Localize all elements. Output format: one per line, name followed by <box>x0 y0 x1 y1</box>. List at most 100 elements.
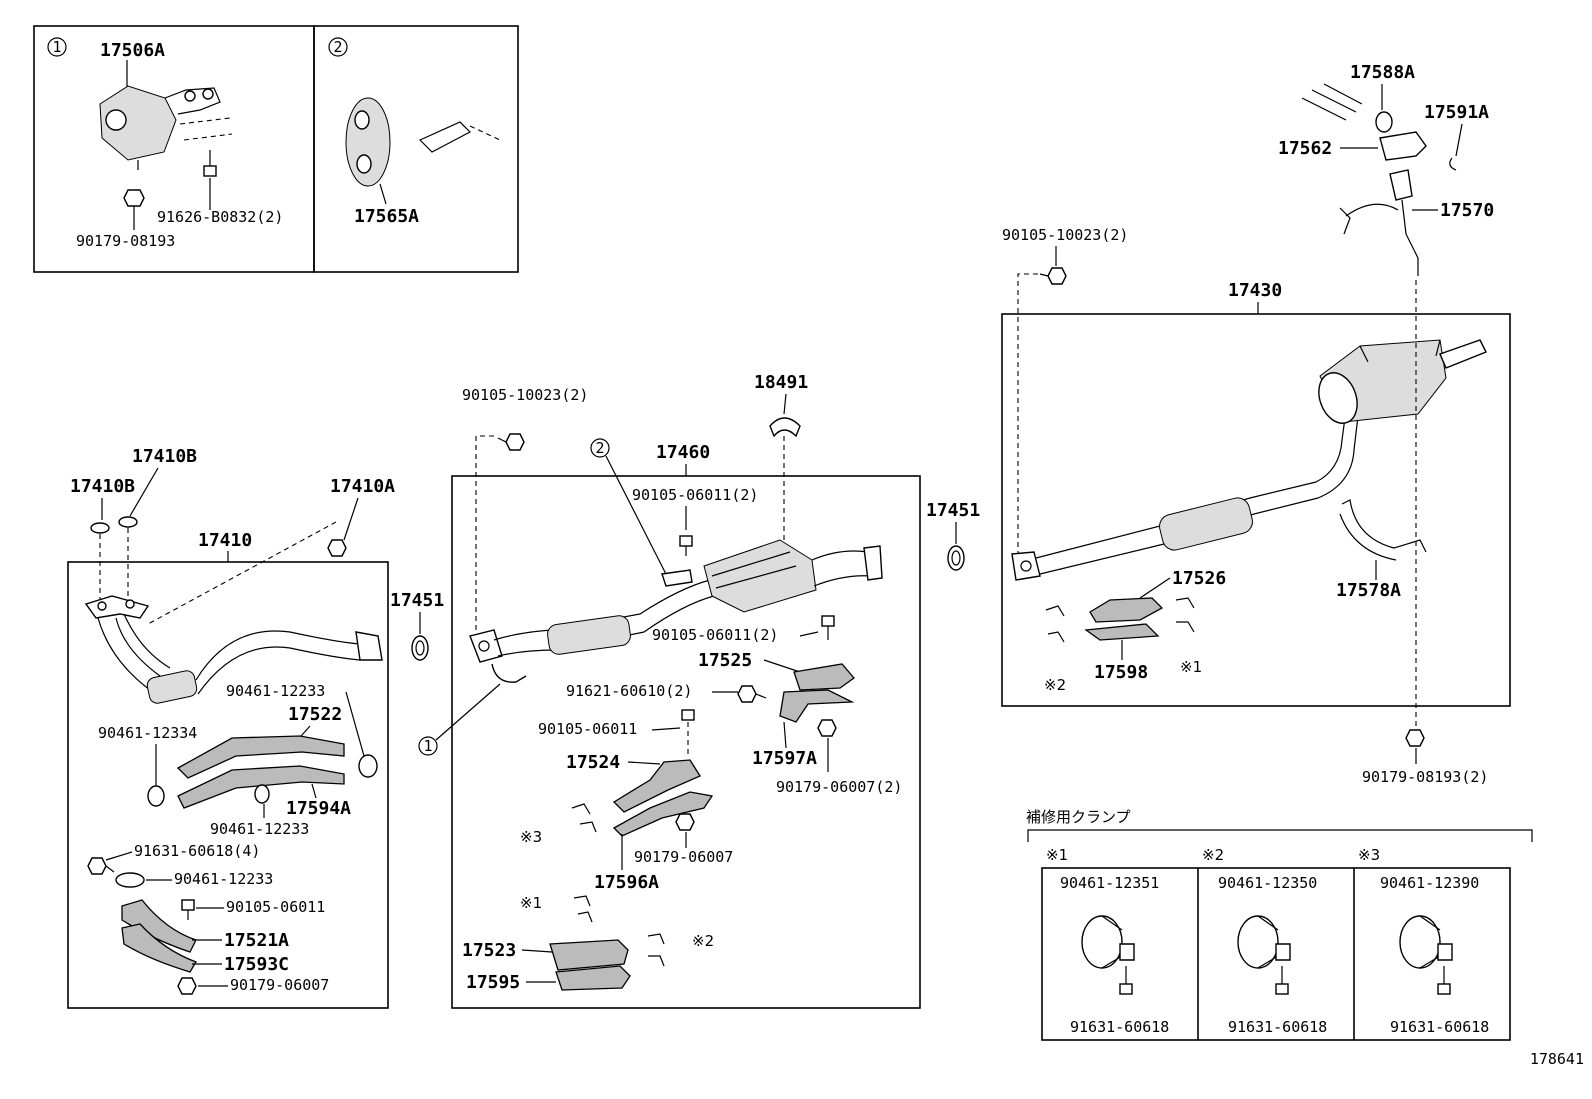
inset-2: 2 17565A <box>313 25 519 273</box>
part-label: 90105-06011 <box>226 898 325 916</box>
bolt-part: 91631-60618 <box>1070 1018 1169 1036</box>
center-pipe-group: 90105-10023(2) 18491 17460 2 <box>418 372 921 1009</box>
clamp-part: 90461-12390 <box>1380 874 1479 892</box>
bracket-drawing <box>1339 169 1419 276</box>
inset-1: 1 17506A 91626-B0832(2) 90179-08193 <box>33 25 315 273</box>
part-label: 17570 <box>1440 200 1494 221</box>
clamp-drawing <box>1081 915 1135 995</box>
part-label: 17595 <box>466 972 520 993</box>
bolt-drawing <box>181 899 195 920</box>
part-label: 17565A <box>354 206 419 227</box>
part-label: 91621-60610(2) <box>566 682 692 700</box>
part-label: 90461-12233 <box>210 820 309 838</box>
part-label: 90179-08193 <box>76 232 175 250</box>
heat-insulator-drawing <box>779 663 855 723</box>
part-label: 17525 <box>698 650 752 671</box>
hanger-rubber-drawing <box>1301 83 1393 133</box>
clamp-drawing <box>115 872 145 888</box>
part-label: 90105-06011 <box>538 720 637 738</box>
part-label: 90179-06007 <box>230 976 329 994</box>
part-label: 17451 <box>926 500 980 521</box>
heat-insulator-drawing <box>612 759 714 837</box>
section-title: 補修用クランプ <box>1026 808 1131 826</box>
part-label: 90461-12233 <box>226 682 325 700</box>
bolt-drawing <box>87 857 115 875</box>
center-pipe-drawing <box>469 539 883 663</box>
part-label: 17451 <box>390 590 444 611</box>
part-label: 17410A <box>330 476 395 497</box>
part-label: 18491 <box>754 372 808 393</box>
heat-insulator-drawing <box>121 899 197 973</box>
bolt-drawing <box>821 615 835 640</box>
part-label: 17578A <box>1336 580 1401 601</box>
part-label: 17588A <box>1350 62 1415 83</box>
diagram-number: 178641 <box>1530 1050 1584 1068</box>
ref-mark: ※3 <box>1358 846 1380 864</box>
ref-mark: ※1 <box>1046 846 1068 864</box>
hanger-ring-drawing <box>345 97 501 187</box>
part-label: 17591A <box>1424 102 1489 123</box>
part-label: 17522 <box>288 704 342 725</box>
hanger-rubber-drawing <box>99 85 233 170</box>
part-label: 90461-12233 <box>174 870 273 888</box>
part-label: 90461-12334 <box>98 724 197 742</box>
part-label: 90179-06007(2) <box>776 778 902 796</box>
bracket-drawing <box>1339 499 1427 561</box>
nut-drawing <box>177 977 197 995</box>
part-label: 17593C <box>224 954 289 975</box>
part-label: 90105-06011(2) <box>632 486 758 504</box>
inset-1-marker: 1 <box>52 38 61 56</box>
bolt-drawing <box>1039 267 1067 285</box>
heat-insulator-drawing <box>1084 597 1164 641</box>
part-label: 90179-06007 <box>634 848 733 866</box>
part-label: 90105-10023(2) <box>1002 226 1128 244</box>
bolt-drawing <box>737 685 767 703</box>
marker: 1 <box>423 737 432 755</box>
bolt-part: 91631-60618 <box>1228 1018 1327 1036</box>
bolt-drawing <box>203 150 217 177</box>
part-label: 17410B <box>70 476 135 497</box>
group-title: 17410 <box>198 530 252 551</box>
clamp-drawing <box>147 785 165 807</box>
nut-drawing <box>123 189 145 207</box>
clamp-part: 90461-12351 <box>1060 874 1159 892</box>
part-label: 90105-10023(2) <box>462 386 588 404</box>
ref-mark: ※2 <box>1202 846 1224 864</box>
clip-drawing <box>571 803 665 967</box>
clamp-drawing <box>254 784 270 804</box>
heat-insulator-drawing <box>549 939 631 991</box>
inset-2-marker: 2 <box>333 38 342 56</box>
clip-drawing <box>1045 597 1195 643</box>
tail-pipe-group: 90105-10023(2) 17430 17588A 17591A <box>1001 62 1511 786</box>
tail-pipe-drawing <box>1011 339 1487 581</box>
bolt-drawing <box>497 433 525 451</box>
part-label: 17526 <box>1172 568 1226 589</box>
marker: 2 <box>595 439 604 457</box>
part-label: 17506A <box>100 40 165 61</box>
part-label: 17524 <box>566 752 620 773</box>
ref-mark: ※2 <box>692 932 714 950</box>
front-pipe-drawing <box>84 595 383 704</box>
part-label: 17597A <box>752 748 817 769</box>
bolt-part: 91631-60618 <box>1390 1018 1489 1036</box>
gasket-right: 17451 <box>926 500 980 571</box>
part-label: 90105-06011(2) <box>652 626 778 644</box>
part-label: 17523 <box>462 940 516 961</box>
part-label: 17596A <box>594 872 659 893</box>
ref-mark: ※3 <box>520 828 542 846</box>
bolt-drawing <box>681 709 695 756</box>
clamp-drawing <box>1237 915 1291 995</box>
part-label: 17562 <box>1278 138 1332 159</box>
bolt-drawing <box>679 535 693 556</box>
ref-mark: ※1 <box>520 894 542 912</box>
repair-clamp-section: 補修用クランプ ※1 ※2 ※3 90461-12351 90461-12350… <box>1026 808 1533 1041</box>
nut-drawing <box>675 813 695 831</box>
gasket-left: 17451 <box>390 590 444 661</box>
part-label: 17521A <box>224 930 289 951</box>
part-label: 17410B <box>132 446 197 467</box>
part-label: 91631-60618(4) <box>134 842 260 860</box>
group-title: 17460 <box>656 442 710 463</box>
nut-drawing <box>817 719 837 737</box>
part-label: 17598 <box>1094 662 1148 683</box>
